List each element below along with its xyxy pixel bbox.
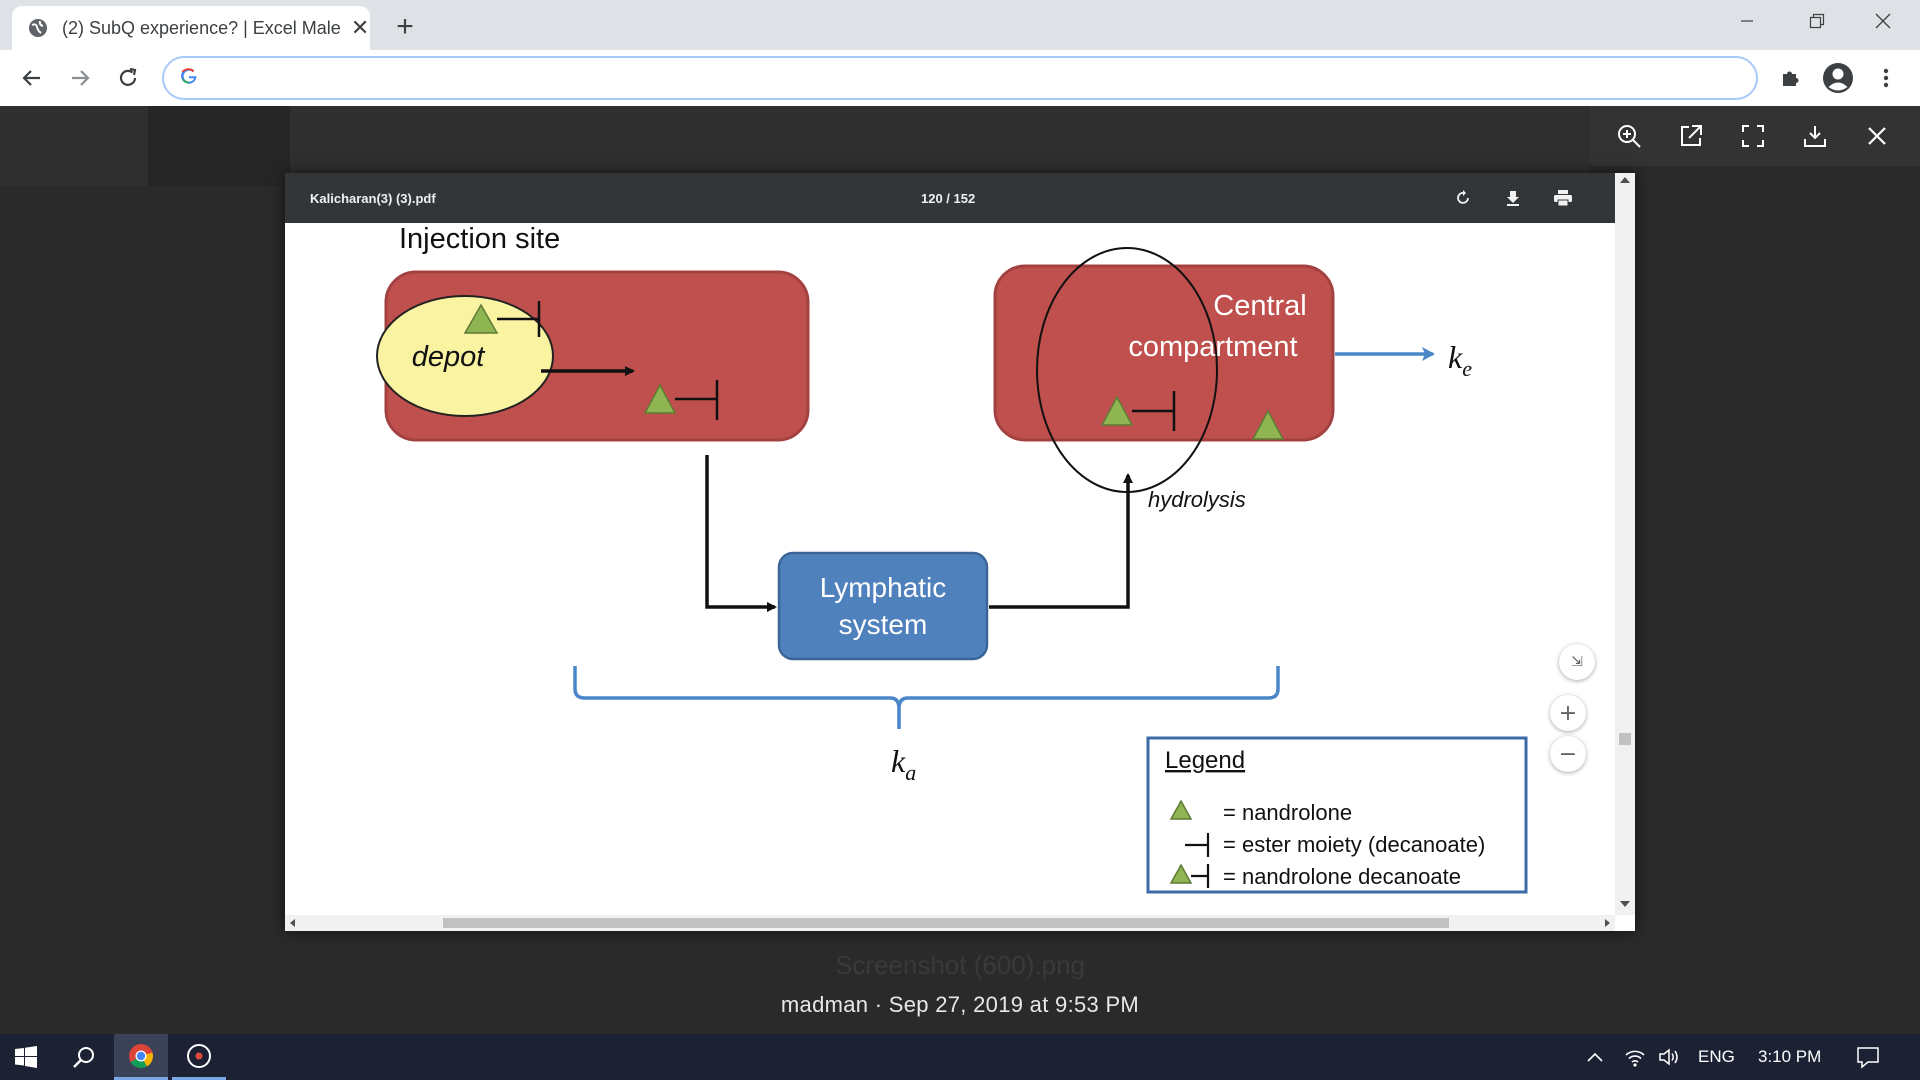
- ka-subscript: a: [905, 760, 916, 785]
- open-external-icon[interactable]: [1660, 106, 1722, 166]
- nandrolone-triangle: [1100, 395, 1134, 426]
- profile-avatar-icon[interactable]: [1820, 60, 1856, 96]
- lymphatic-system-box: [777, 551, 989, 661]
- ka-symbol: ka: [891, 743, 916, 785]
- nandrolone-triangle: [463, 303, 499, 334]
- chrome-taskbar-icon[interactable]: [114, 1034, 168, 1080]
- scroll-left-arrow[interactable]: [290, 919, 295, 927]
- forward-button[interactable]: [62, 60, 98, 96]
- scroll-up-arrow[interactable]: [1620, 177, 1630, 183]
- ke-symbol: ke: [1448, 339, 1472, 381]
- horizontal-scroll-thumb[interactable]: [443, 918, 1449, 928]
- restore-window-button[interactable]: [1786, 0, 1848, 42]
- lymphatic-label-line2: system: [839, 609, 928, 640]
- hydrolysis-ellipse: [1036, 247, 1218, 493]
- viewer-toolbar: [1590, 106, 1920, 166]
- ke-subscript: e: [1462, 356, 1472, 381]
- pdf-download-icon[interactable]: [1501, 186, 1525, 210]
- google-g-icon: [180, 67, 198, 90]
- injection-site-title: Injection site: [399, 223, 560, 255]
- zoom-in-button[interactable]: +: [1550, 695, 1586, 731]
- clock-time[interactable]: 3:10 PM: [1758, 1047, 1822, 1066]
- vertical-scroll-thumb[interactable]: [1619, 733, 1631, 745]
- central-label-line2: compartment: [1128, 331, 1297, 363]
- horizontal-scrollbar[interactable]: [285, 915, 1615, 931]
- vertical-scrollbar[interactable]: [1615, 173, 1635, 915]
- nandrolone-triangle: [643, 383, 677, 414]
- depot-ellipse: [376, 295, 554, 417]
- pdf-header: Kalicharan(3) (3).pdf 120 / 152: [285, 173, 1615, 223]
- central-label-line1: Central: [1213, 290, 1307, 322]
- legend-ester-icon: [1185, 833, 1210, 857]
- close-viewer-icon[interactable]: [1846, 106, 1908, 166]
- scroll-down-arrow[interactable]: [1620, 901, 1630, 907]
- zoom-in-icon[interactable]: [1598, 106, 1660, 166]
- attachment-filename: Screenshot (600).png: [834, 950, 1086, 980]
- ester-moiety-mark: [497, 301, 541, 337]
- windows-taskbar: ENG 3:10 PM: [0, 1034, 1920, 1080]
- legend-decanoate-ester-icon: [1191, 864, 1210, 888]
- print-icon[interactable]: [1551, 186, 1575, 210]
- input-language[interactable]: ENG: [1698, 1047, 1735, 1066]
- reload-button[interactable]: [110, 60, 146, 96]
- legend-item-nandrolone: = nandrolone: [1223, 800, 1352, 825]
- close-tab-icon[interactable]: ✕: [350, 15, 370, 40]
- tab-strip: (2) SubQ experience? | Excel Male ✕ +: [0, 0, 1920, 50]
- to-lymphatic-arrow: [705, 455, 777, 612]
- legend-item-ester: = ester moiety (decanoate): [1223, 832, 1485, 857]
- legend-decanoate-icon: [1169, 863, 1193, 884]
- media-player-taskbar-icon[interactable]: [172, 1034, 226, 1080]
- attachment-meta: madman · Sep 27, 2019 at 9:53 PM: [780, 992, 1140, 1017]
- nandrolone-triangle: [1251, 409, 1285, 440]
- download-icon[interactable]: [1784, 106, 1846, 166]
- dimmed-page-header: [0, 106, 1590, 186]
- ester-moiety-mark: [1132, 391, 1176, 431]
- ke-main: k: [1448, 339, 1463, 375]
- globe-icon: [28, 18, 48, 38]
- minimize-window-button[interactable]: [1716, 0, 1778, 42]
- page-indicator: 120 / 152: [921, 190, 976, 206]
- zoom-out-button[interactable]: −: [1550, 736, 1586, 772]
- central-compartment-box: [993, 264, 1335, 442]
- notifications-icon[interactable]: [1856, 1034, 1880, 1080]
- address-bar[interactable]: [162, 56, 1758, 100]
- legend-box: [1146, 736, 1528, 894]
- search-icon[interactable]: [58, 1034, 110, 1080]
- more-menu-icon[interactable]: [1868, 60, 1904, 96]
- fullscreen-icon[interactable]: [1722, 106, 1784, 166]
- rotate-icon[interactable]: [1451, 186, 1475, 210]
- start-windows-icon[interactable]: [0, 1034, 52, 1080]
- legend-item-decanoate: = nandrolone decanoate: [1223, 864, 1461, 889]
- legend-nandrolone-icon: [1169, 799, 1193, 820]
- pdf-filename: Kalicharan(3) (3).pdf: [310, 190, 436, 206]
- show-hidden-icons-chevron-icon[interactable]: [1586, 1034, 1604, 1080]
- to-central-arrow: [989, 473, 1133, 609]
- fit-page-button[interactable]: ⇲: [1559, 644, 1595, 680]
- back-button[interactable]: [14, 60, 50, 96]
- tab-title: (2) SubQ experience? | Excel Male: [62, 17, 341, 38]
- volume-speaker-icon[interactable]: [1658, 1034, 1682, 1080]
- browser-toolbar: [0, 50, 1920, 106]
- legend-title: Legend: [1165, 747, 1245, 774]
- depot-label: depot: [412, 341, 487, 373]
- ka-main: k: [891, 743, 906, 779]
- extensions-puzzle-icon[interactable]: [1772, 60, 1808, 96]
- lymphatic-label-line1: Lymphatic: [820, 572, 947, 603]
- pdf-viewer: Kalicharan(3) (3).pdf 120 / 152 Injectio…: [285, 173, 1635, 931]
- pk-diagram: Injection site depot Lymphatic system Ce…: [376, 223, 1528, 894]
- network-wifi-icon[interactable]: [1624, 1034, 1646, 1080]
- scroll-right-arrow[interactable]: [1605, 919, 1610, 927]
- hydrolysis-label: hydrolysis: [1148, 487, 1246, 512]
- ka-brace: [573, 666, 1280, 729]
- new-tab-button[interactable]: +: [396, 10, 414, 43]
- ester-moiety-mark: [675, 380, 719, 420]
- close-window-button[interactable]: [1852, 0, 1914, 42]
- address-input[interactable]: [212, 67, 1756, 89]
- pdf-page-content: Injection site depot Lymphatic system Ce…: [285, 223, 1615, 915]
- browser-tab[interactable]: (2) SubQ experience? | Excel Male ✕: [12, 6, 370, 50]
